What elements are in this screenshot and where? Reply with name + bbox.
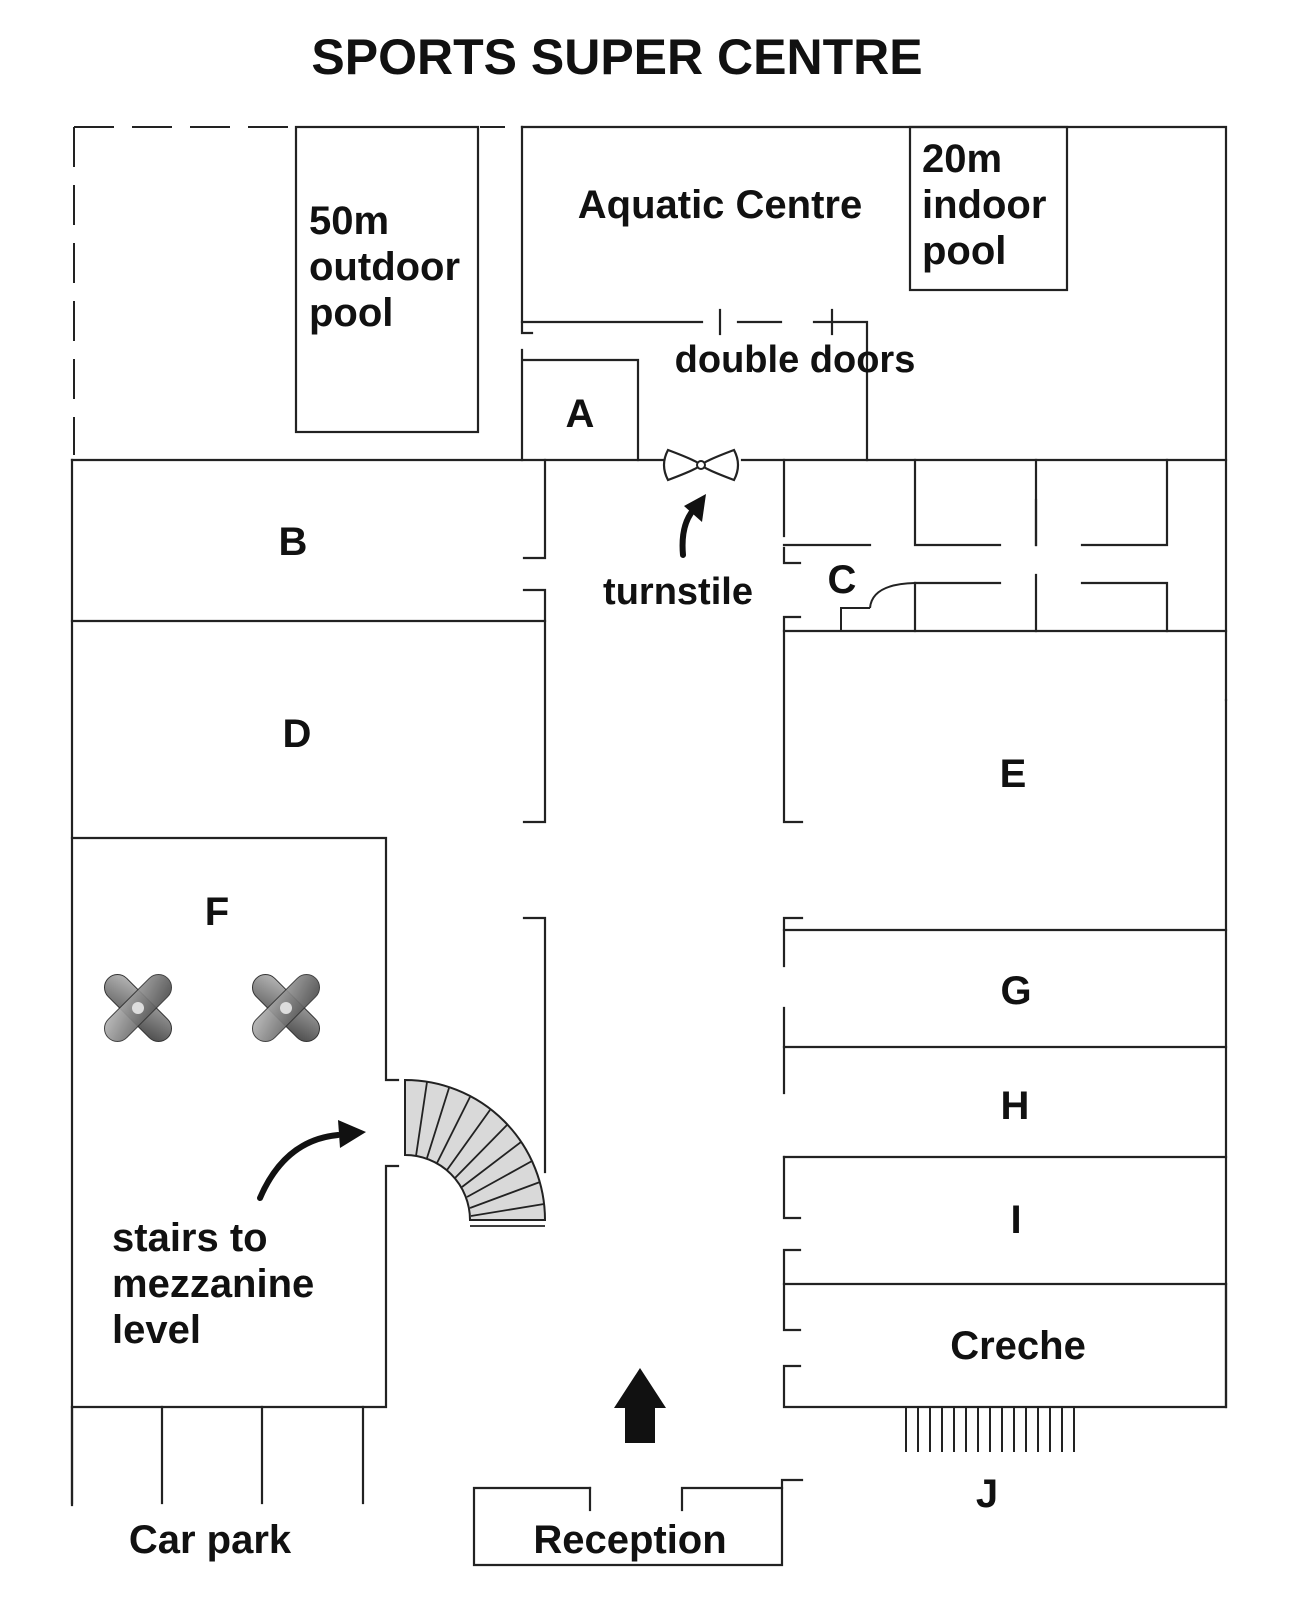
car-park-label: Car park xyxy=(129,1518,292,1562)
room-d-label: D xyxy=(283,712,312,756)
indoor-pool-label: 20m indoor pool xyxy=(922,137,1046,273)
svg-text:50m: 50m xyxy=(309,199,389,243)
svg-text:pool: pool xyxy=(922,229,1006,273)
room-h-label: H xyxy=(1001,1084,1030,1128)
reception-label: Reception xyxy=(533,1518,726,1562)
stairs-arrow xyxy=(257,1120,366,1201)
room-a-label: A xyxy=(566,392,595,436)
turnstile-label: turnstile xyxy=(603,571,753,613)
double-doors-label: double doors xyxy=(675,339,916,381)
crossed-bars-icon xyxy=(251,973,321,1043)
svg-text:20m: 20m xyxy=(922,137,1002,181)
bike-rack-icon xyxy=(905,1407,1075,1452)
room-b-label: B xyxy=(279,520,308,564)
svg-text:stairs to: stairs to xyxy=(112,1216,268,1260)
room-e-label: E xyxy=(1000,752,1027,796)
svg-text:outdoor: outdoor xyxy=(309,245,460,289)
map-title: SPORTS SUPER CENTRE xyxy=(311,29,922,85)
outdoor-pool-outline xyxy=(294,125,480,434)
crossed-bars-icon xyxy=(103,973,173,1043)
aquatic-centre-label: Aquatic Centre xyxy=(578,183,863,227)
spiral-stairs-icon xyxy=(404,1078,547,1227)
walls xyxy=(70,125,1228,1567)
svg-text:level: level xyxy=(112,1308,201,1352)
turnstile-icon xyxy=(662,448,740,482)
svg-text:mezzanine: mezzanine xyxy=(112,1262,314,1306)
up-arrow-icon xyxy=(614,1368,666,1443)
room-g-label: G xyxy=(1000,969,1031,1013)
turnstile-arrow xyxy=(679,494,706,558)
stairs-label: stairs to mezzanine level xyxy=(112,1216,314,1352)
svg-text:indoor: indoor xyxy=(922,183,1046,227)
room-c-label: C xyxy=(828,558,857,602)
room-j-label: J xyxy=(976,1472,998,1516)
indoor-pool-outline xyxy=(908,125,1069,292)
outdoor-pool-label: 50m outdoor pool xyxy=(309,199,460,335)
room-f-label: F xyxy=(205,890,229,934)
creche-label: Creche xyxy=(950,1324,1086,1368)
svg-text:pool: pool xyxy=(309,291,393,335)
room-i-label: I xyxy=(1010,1198,1021,1242)
